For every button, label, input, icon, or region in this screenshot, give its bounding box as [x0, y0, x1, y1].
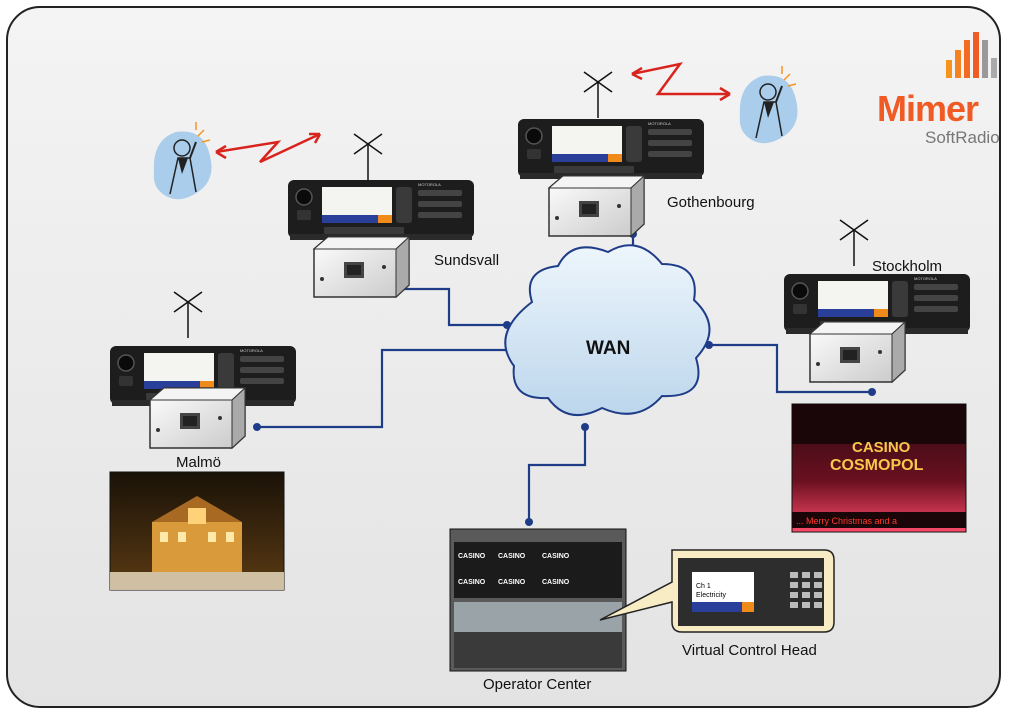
malmo-photo: [109, 471, 285, 591]
svg-text:CASINO: CASINO: [542, 553, 570, 560]
svg-text:CASINO: CASINO: [458, 553, 486, 560]
casino-ticker: ... Merry Christmas and a: [796, 516, 897, 526]
port-dot: [868, 388, 876, 396]
gateway-box-malmo: [149, 387, 246, 449]
casino-sign-top: CASINO: [852, 439, 911, 456]
antenna-icon: [839, 219, 869, 267]
casino-photo: CASINO COSMOPOL ... Merry Christmas and …: [791, 403, 967, 533]
svg-text:CASINO: CASINO: [498, 579, 526, 586]
operator-center-label: Operator Center: [483, 676, 592, 693]
antenna-icon: [173, 291, 203, 339]
port-dot: [253, 423, 261, 431]
radio-user-icon: [738, 65, 799, 145]
antenna-icon: [353, 133, 383, 181]
svg-text:CASINO: CASINO: [458, 579, 486, 586]
link-operator-wan: [527, 427, 587, 522]
site-label-stockholm: Stockholm: [872, 258, 943, 275]
gateway-box-sundsvall: [313, 236, 410, 298]
site-label-gothenbourg: Gothenbourg: [667, 194, 755, 211]
network-diagram: MOTOROLA: [109, 32, 997, 672]
virtual-control-head-label: Virtual Control Head: [682, 642, 817, 659]
mimer-logo-icon: [946, 32, 997, 78]
svg-text:CASINO: CASINO: [542, 579, 570, 586]
radio-wave-icon: [215, 132, 321, 164]
diagram-frame: MOTOROLA: [6, 6, 1001, 708]
port-dot: [525, 518, 533, 526]
virtual-head-channel: Ch 1: [696, 583, 711, 590]
casino-sign-bottom: COSMOPOL: [830, 457, 924, 474]
radio-sundsvall: [287, 179, 475, 241]
site-label-malmo: Malmö: [176, 454, 222, 471]
radio-user-icon: [152, 121, 213, 201]
gateway-box-gothenbourg: [548, 175, 645, 237]
link-stockholm-wan: [709, 343, 872, 394]
logo-title: Mimer: [877, 88, 979, 129]
port-dot: [581, 423, 589, 431]
wan-cloud: [504, 244, 711, 416]
virtual-head-text: Electricity: [696, 592, 726, 599]
virtual-control-head-callout: Ch 1 Electricity: [599, 549, 835, 633]
radio-gothenbourg: [517, 118, 705, 180]
antenna-icon: [583, 71, 613, 119]
operator-center-photo: CASINO CASINO CASINO CASINO CASINO CASINO: [449, 528, 627, 672]
site-label-sundsvall: Sundsvall: [434, 252, 500, 269]
gateway-box-stockholm: [809, 321, 906, 383]
link-sundsvall-wan: [388, 287, 507, 327]
svg-text:CASINO: CASINO: [498, 553, 526, 560]
logo-subtitle: SoftRadio: [925, 128, 1000, 147]
wan-label: WAN: [586, 338, 631, 359]
link-malmo-wan: [257, 348, 512, 429]
radio-wave-icon: [631, 62, 730, 96]
